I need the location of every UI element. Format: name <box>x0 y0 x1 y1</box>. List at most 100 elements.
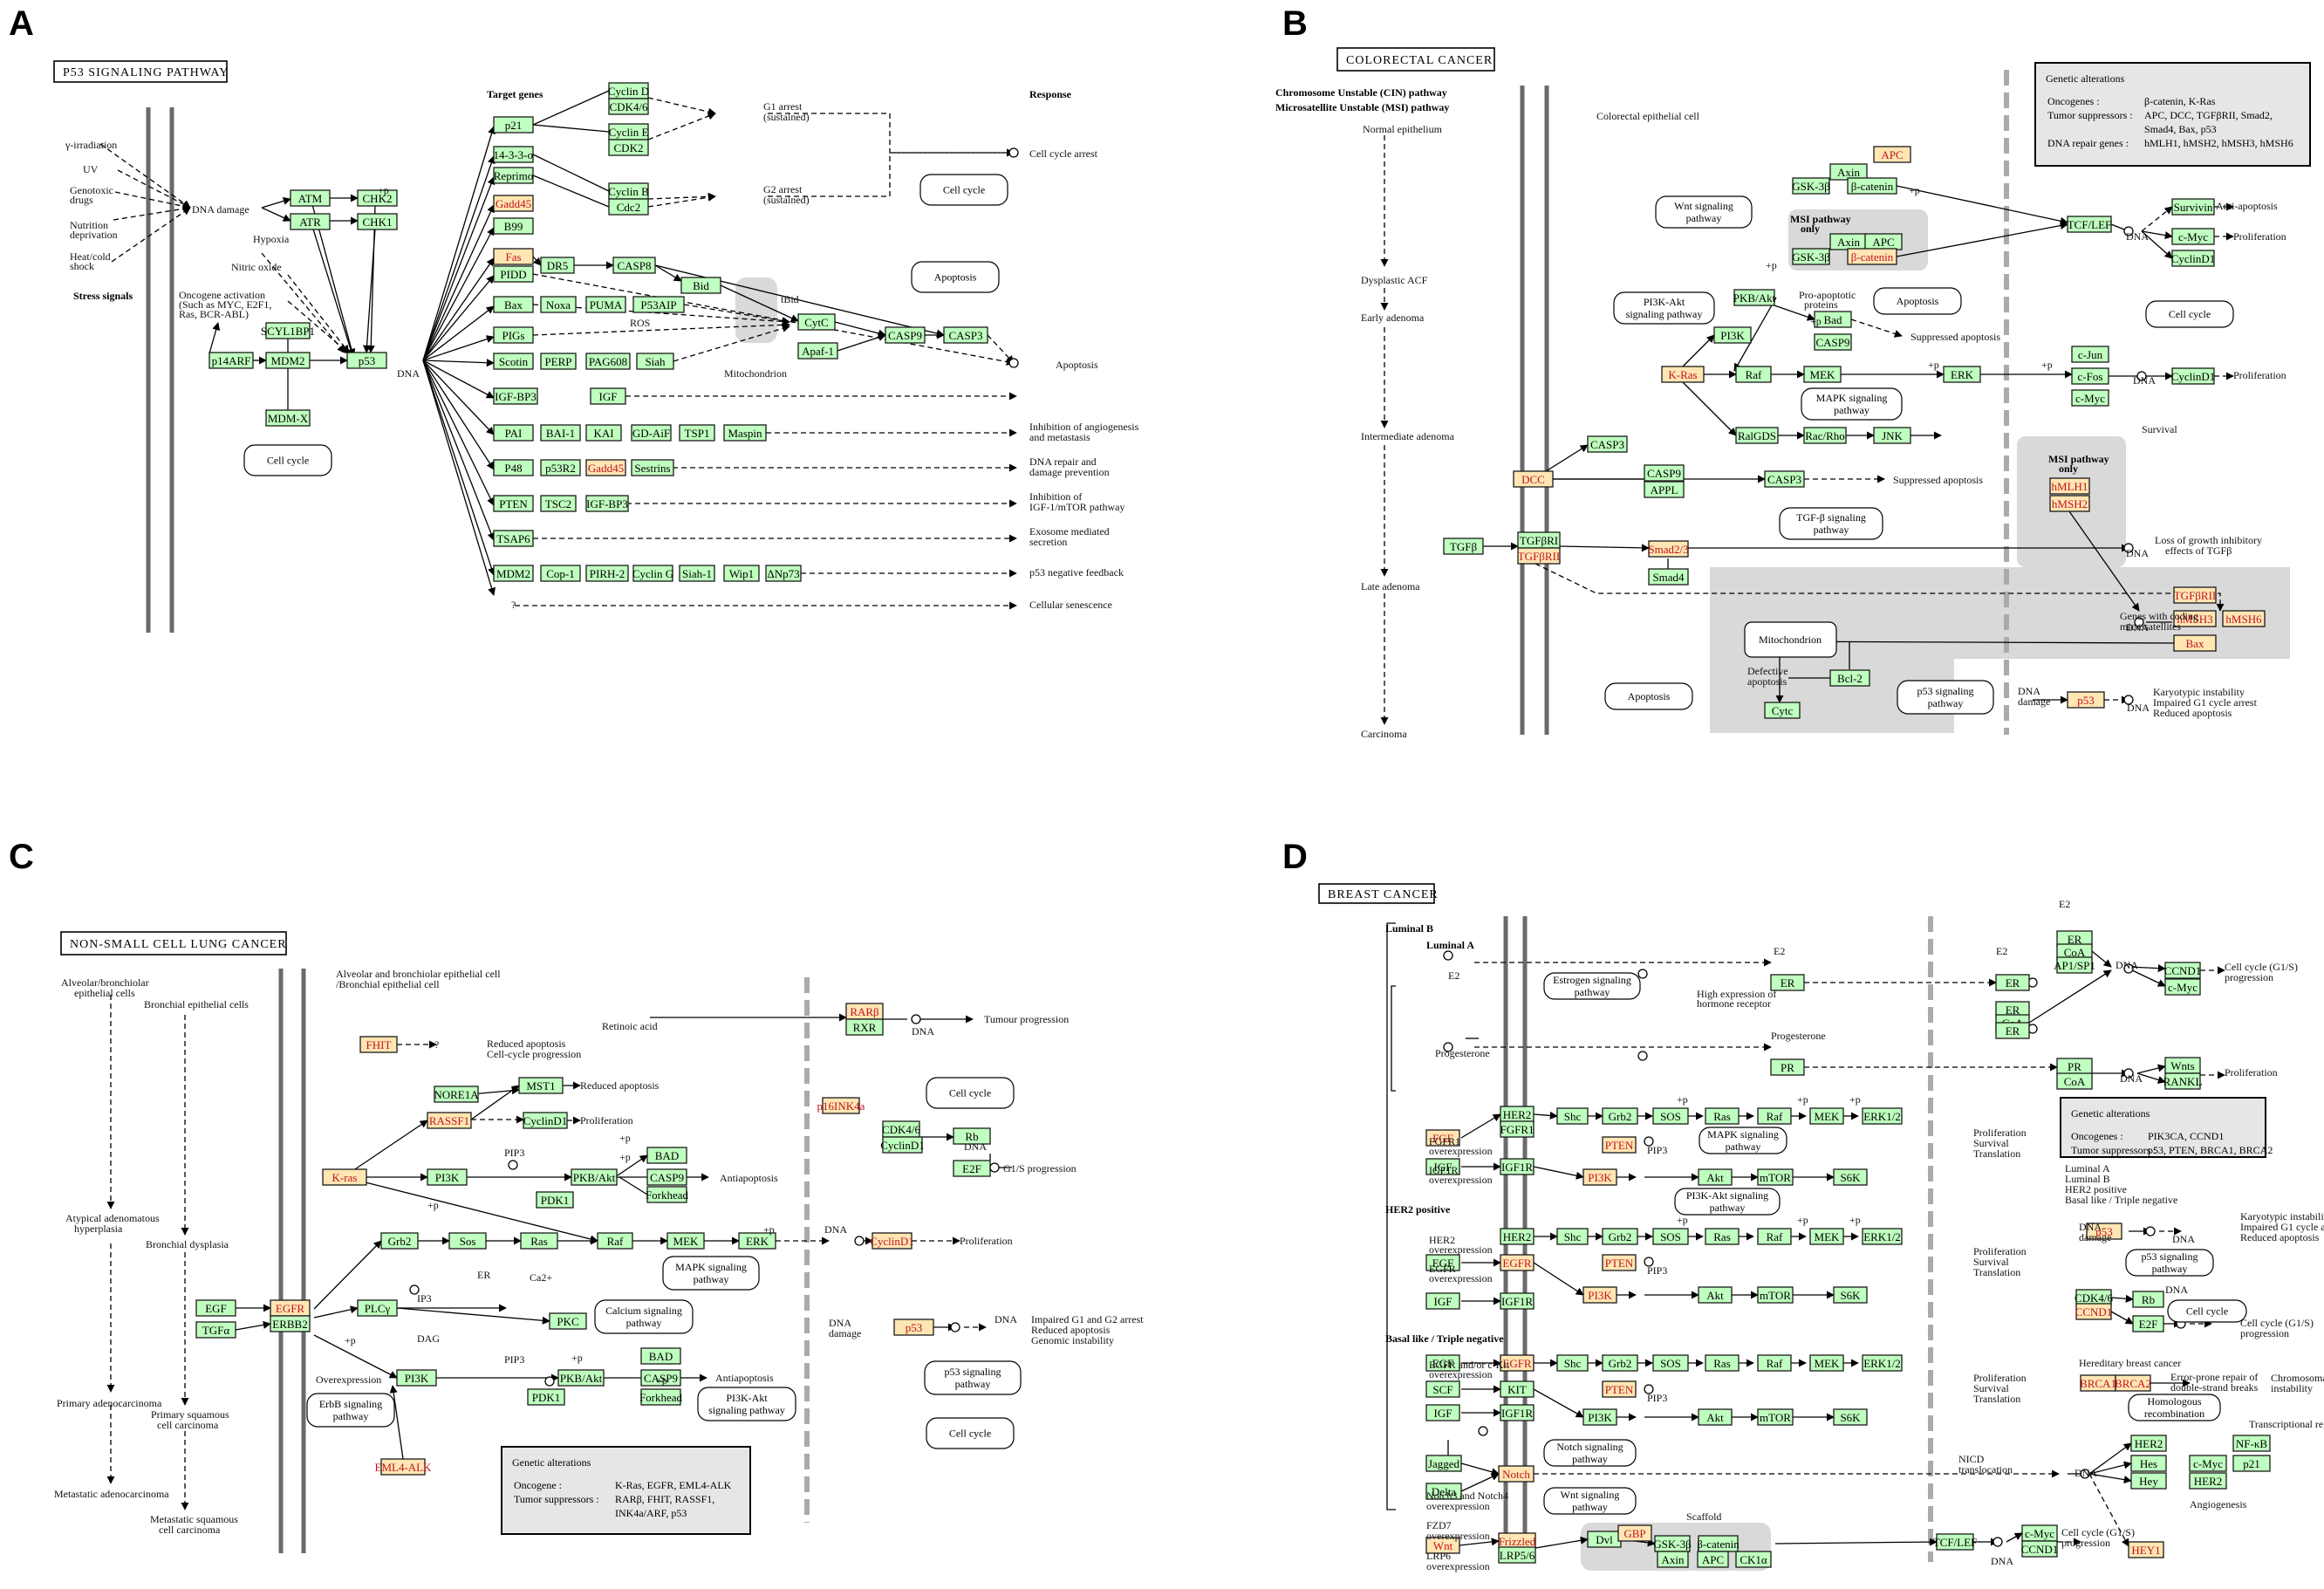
gene-node[interactable]: PLCγ <box>357 1299 398 1317</box>
gene-node[interactable]: MDM-X <box>265 409 311 427</box>
gene-node[interactable]: IGF1R <box>1500 1292 1535 1310</box>
gene-node[interactable]: c-Myc <box>2071 389 2109 407</box>
gene-node[interactable]: RASSF1 <box>427 1112 472 1129</box>
gene-node[interactable]: PKB/Akt <box>1733 289 1776 306</box>
gene-node[interactable]: p53 <box>893 1318 934 1336</box>
gene-node[interactable]: CCND1 <box>2164 962 2202 979</box>
gene-node[interactable]: BAD <box>640 1347 681 1365</box>
gene-node[interactable]: Maspin <box>723 424 767 442</box>
gene-node[interactable]: β-catenin <box>1847 248 1897 265</box>
pathway-link-box[interactable]: Apoptosis <box>1873 287 1962 315</box>
gene-node[interactable]: S6K <box>1833 1286 1868 1304</box>
gene-node[interactable]: HER2 <box>2189 1472 2227 1490</box>
gene-node[interactable]: Wnt <box>1425 1537 1460 1554</box>
gene-node[interactable]: Bad <box>1814 311 1852 328</box>
gene-node[interactable]: IGF <box>590 387 626 405</box>
gene-node[interactable]: IGF-BP3 <box>585 495 629 512</box>
gene-node[interactable]: Bcl-2 <box>1829 669 1870 687</box>
gene-node[interactable]: Gadd45 <box>493 195 534 212</box>
gene-node[interactable]: CyclinD1 <box>2171 367 2216 385</box>
gene-node[interactable]: ΔNp73 <box>765 565 802 582</box>
gene-node[interactable]: MST1 <box>518 1077 564 1094</box>
gene-node[interactable]: ERK1/2 <box>1862 1107 1903 1125</box>
gene-node[interactable]: p21 <box>493 116 534 134</box>
pathway-link-box[interactable]: Apoptosis <box>911 261 1000 293</box>
gene-node[interactable]: PI3K <box>396 1369 437 1387</box>
gene-node[interactable]: Ras <box>520 1232 558 1250</box>
gene-node[interactable]: PR <box>1770 1058 1805 1076</box>
gene-node[interactable]: CyclinD1 <box>2171 250 2216 267</box>
gene-node[interactable]: BRCA2 <box>2115 1374 2151 1392</box>
gene-node[interactable]: CASP9 <box>1814 333 1852 351</box>
gene-node[interactable]: TGFα <box>195 1321 236 1339</box>
gene-node[interactable]: Wip1 <box>723 565 760 582</box>
gene-node[interactable]: Axin <box>1657 1551 1689 1568</box>
gene-node[interactable]: K-Ras <box>1661 366 1705 383</box>
gene-node[interactable]: Hey <box>2130 1472 2167 1490</box>
gene-node[interactable]: Cyclin G <box>632 565 673 582</box>
gene-node[interactable]: CoA <box>2056 943 2093 961</box>
gene-node[interactable]: DCC <box>1513 470 1554 488</box>
gene-node[interactable]: EGF <box>1425 1354 1460 1372</box>
gene-node[interactable]: CHK1 <box>357 213 398 230</box>
gene-node[interactable]: CASP9 <box>1644 464 1685 482</box>
gene-node[interactable]: E2F <box>953 1160 991 1177</box>
gene-node[interactable]: PTEN <box>1602 1136 1637 1154</box>
gene-node[interactable]: Forkhead <box>639 1388 683 1406</box>
gene-node[interactable]: RANKL <box>2163 1072 2203 1090</box>
gene-node[interactable]: mTOR <box>1757 1286 1794 1304</box>
gene-node[interactable]: IGF <box>1425 1292 1460 1310</box>
gene-node[interactable]: CCND1 <box>2075 1303 2113 1320</box>
gene-node[interactable]: K-ras <box>322 1168 367 1186</box>
gene-node[interactable]: Cytc <box>1764 702 1801 719</box>
gene-node[interactable]: Ras <box>1705 1354 1740 1372</box>
gene-node[interactable]: PTEN <box>1602 1380 1637 1398</box>
pathway-link-box[interactable]: Apoptosis <box>1604 682 1693 710</box>
gene-node[interactable]: EGF <box>1425 1254 1460 1271</box>
gene-node[interactable]: CK1α <box>1735 1551 1772 1568</box>
gene-node[interactable]: PI3K <box>1713 326 1752 344</box>
gene-node[interactable]: PIRH-2 <box>585 565 629 582</box>
gene-node[interactable]: Delta <box>1425 1483 1462 1500</box>
gene-node[interactable]: PI3K <box>1582 1168 1617 1186</box>
gene-node[interactable]: Ras <box>1705 1107 1740 1125</box>
gene-node[interactable]: APC <box>1864 233 1903 250</box>
gene-node[interactable]: CDK4/6 <box>2075 1289 2114 1306</box>
gene-node[interactable]: AP1/SP1 <box>2054 956 2095 974</box>
gene-node[interactable]: GSK-3β <box>1653 1535 1692 1552</box>
gene-node[interactable]: Frizzled <box>1498 1532 1536 1550</box>
gene-node[interactable]: GD-AiF <box>631 424 672 442</box>
gene-node[interactable]: Akt <box>1698 1408 1733 1426</box>
gene-node[interactable]: CASP3 <box>943 326 988 344</box>
gene-node[interactable]: Cdc2 <box>608 198 649 216</box>
gene-node[interactable]: Apaf-1 <box>797 342 838 360</box>
gene-node[interactable]: PUMA <box>585 296 626 313</box>
gene-node[interactable]: TGFβRI <box>1517 531 1561 549</box>
gene-node[interactable]: MDM2 <box>265 352 311 369</box>
gene-node[interactable]: PR <box>2056 1058 2093 1075</box>
gene-node[interactable]: CyclinD1 <box>880 1136 925 1154</box>
gene-node[interactable]: BAI-1 <box>540 424 581 442</box>
gene-node[interactable]: PI3K <box>1582 1286 1617 1304</box>
gene-node[interactable]: NORE1A <box>434 1086 479 1103</box>
gene-node[interactable]: IGF-BP3 <box>493 387 538 405</box>
gene-node[interactable]: ERBB2 <box>270 1315 311 1332</box>
gene-node[interactable]: TSP1 <box>679 424 715 442</box>
gene-node[interactable]: LRP5/6 <box>1498 1546 1536 1564</box>
gene-node[interactable]: CytC <box>797 313 836 331</box>
gene-node[interactable]: c-Fos <box>2071 367 2109 385</box>
gene-node[interactable]: CASP9 <box>646 1168 687 1186</box>
gene-node[interactable]: MEK <box>1809 1354 1844 1372</box>
gene-node[interactable]: CASP3 <box>1764 470 1805 488</box>
gene-node[interactable]: TCF/LEF <box>1933 1533 1978 1551</box>
gene-node[interactable]: Cyclin D <box>608 82 649 99</box>
gene-node[interactable]: NF-κB <box>2232 1435 2271 1452</box>
